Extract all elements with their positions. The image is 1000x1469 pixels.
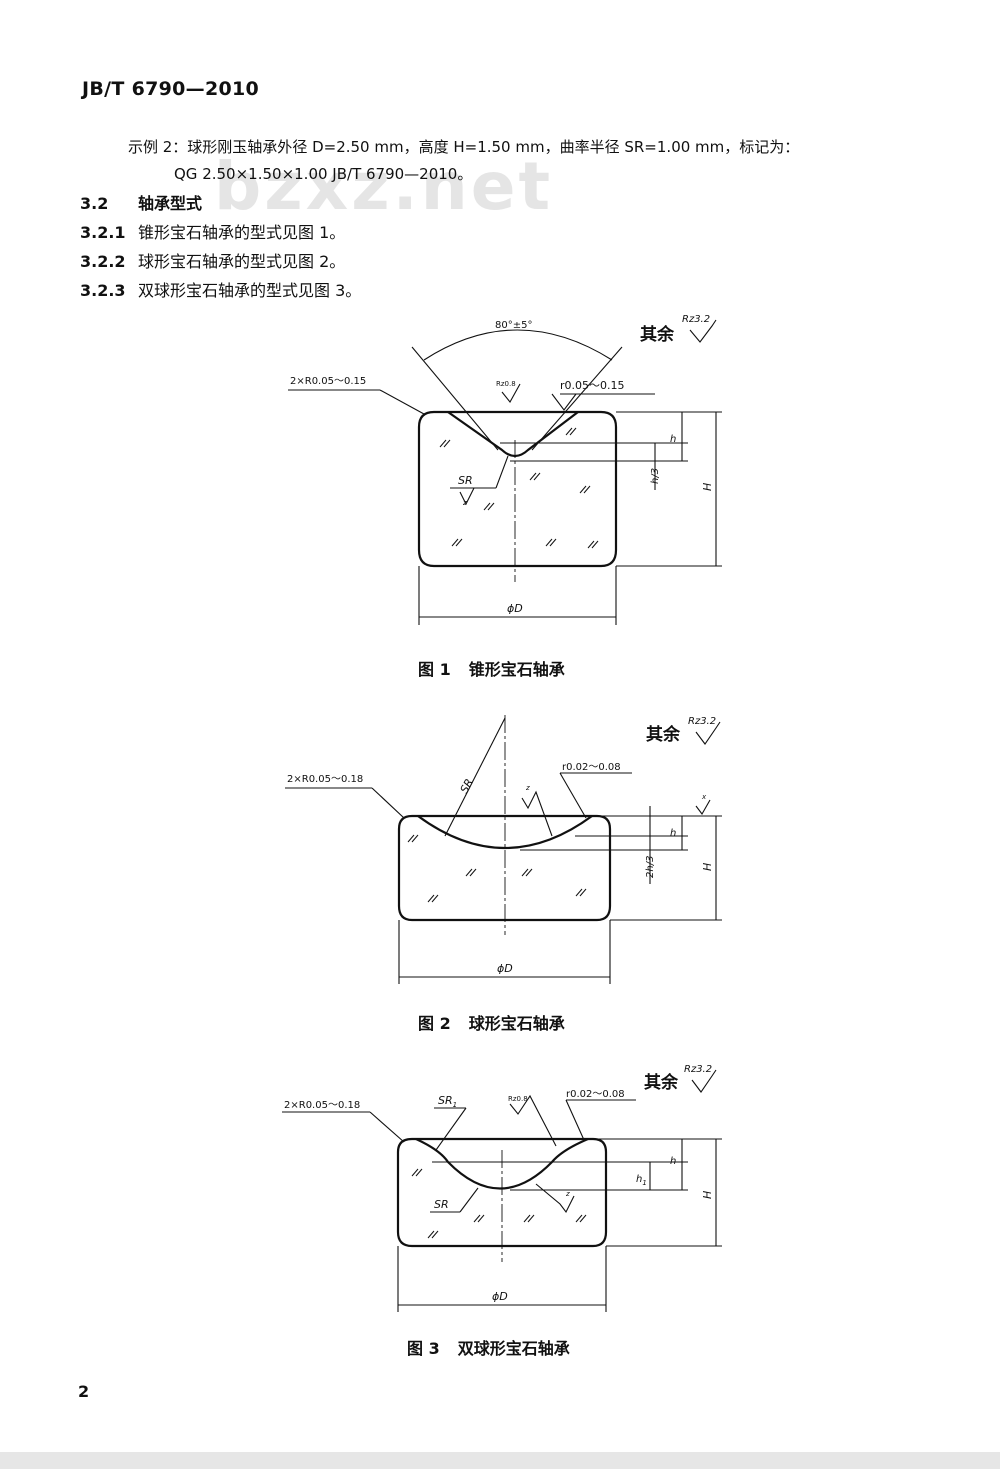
rz-small-label: Rz0.8 — [496, 380, 516, 388]
fillet-label: r0.02～0.08 — [562, 762, 621, 773]
rz-small-label: Rz0.8 — [508, 1095, 528, 1103]
hatch-marks — [411, 1168, 587, 1239]
figure-3-caption-number: 图 3 — [407, 1339, 440, 1358]
figure-3-caption-text: 双球形宝石轴承 — [457, 1339, 570, 1358]
rest-label: 其余 — [644, 1072, 679, 1093]
spherical-cavity — [417, 815, 593, 849]
rest-label: 其余 — [646, 724, 681, 745]
figure-1-caption-number: 图 1 — [418, 660, 451, 679]
rest-rz-label: Rz3.2 — [682, 314, 710, 325]
section-text: 球形宝石轴承的型式见图 2。 — [138, 252, 346, 271]
h1-label: h1 — [636, 1174, 647, 1187]
figure-2-drawing: SR h 2h/3 H ϕD 2×R0.05～0.18 r0.02～0.08 z… — [285, 715, 722, 984]
example-line-1: 示例 2：球形刚玉轴承外径 D=2.50 mm，高度 H=1.50 mm，曲率半… — [128, 138, 800, 156]
z-label: z — [525, 784, 530, 792]
edge-radius-label: 2×R0.05～0.18 — [284, 1100, 360, 1111]
rest-rz-label: Rz3.2 — [684, 1064, 712, 1075]
H-label: H — [701, 483, 714, 491]
h1-label-sub: 1 — [642, 1179, 646, 1187]
D-label: ϕD — [507, 602, 523, 615]
watermark: bzxz.net — [214, 148, 554, 225]
figure-2-caption-number: 图 2 — [418, 1014, 451, 1033]
section-number: 3.2 — [80, 194, 109, 213]
figure-3-caption: 图 3 双球形宝石轴承 — [407, 1335, 570, 1359]
h-label: h — [670, 828, 676, 839]
x-label: x — [701, 793, 707, 801]
figure-1-drawing: 80°±5° h h/3 H ϕD 2×R0.05～0.15 Rz0.8 r0.… — [288, 314, 722, 625]
section-number: 3.2.2 — [80, 252, 126, 271]
angle-arc — [423, 329, 613, 361]
bearing-body-outline — [417, 410, 618, 568]
example-line-2: QG 2.50×1.50×1.00 JB/T 6790—2010。 — [174, 165, 473, 183]
section-number: 3.2.1 — [80, 223, 126, 242]
sr1-label: SR1 — [438, 1094, 457, 1109]
fillet-label: r0.05～0.15 — [560, 379, 625, 392]
section-number: 3.2.3 — [80, 281, 126, 300]
section-3-2: 3.2 轴承型式 — [80, 190, 202, 214]
sr-label: SR — [458, 474, 473, 487]
page-number: 2 — [78, 1382, 90, 1401]
hatch-marks — [407, 834, 587, 903]
section-title: 轴承型式 — [138, 194, 203, 213]
z-label: z — [565, 1190, 570, 1198]
section-3-2-1: 3.2.1 锥形宝石轴承的型式见图 1。 — [80, 219, 345, 243]
h-label: h — [670, 434, 676, 445]
h3-label: h/3 — [650, 468, 661, 484]
figure-2-caption: 图 2 球形宝石轴承 — [418, 1010, 565, 1034]
sr1-label-sub: 1 — [453, 1101, 457, 1109]
section-text: 锥形宝石轴承的型式见图 1。 — [138, 223, 346, 242]
edge-radius-label: 2×R0.05～0.15 — [290, 376, 366, 387]
sr-label: SR — [434, 1198, 449, 1211]
figure-2-caption-text: 球形宝石轴承 — [468, 1014, 565, 1033]
bearing-body-outline — [396, 1137, 608, 1248]
h1-label-main: h — [636, 1174, 642, 1185]
section-3-2-3: 3.2.3 双球形宝石轴承的型式见图 3。 — [80, 277, 361, 301]
D-label: ϕD — [492, 1290, 508, 1303]
edge-radius-label: 2×R0.05～0.18 — [287, 774, 363, 785]
h23-label: 2h/3 — [645, 856, 656, 878]
H-label: H — [701, 863, 714, 871]
z-label: z — [462, 499, 467, 507]
figure-1-caption: 图 1 锥形宝石轴承 — [418, 656, 565, 680]
standard-number: JB/T 6790—2010 — [82, 78, 260, 100]
rest-label: 其余 — [640, 324, 675, 345]
hatch-marks — [439, 427, 599, 549]
sr-label: SR — [458, 776, 476, 795]
bottom-bar — [0, 1452, 1000, 1469]
figure-3-drawing: h h1 H ϕD 2×R0.05～0.18 SR1 Rz0.8 r0.02～0… — [282, 1064, 722, 1312]
sr1-label-main: SR — [438, 1094, 453, 1107]
section-text: 双球形宝石轴承的型式见图 3。 — [138, 281, 362, 300]
angle-label: 80°±5° — [495, 320, 532, 331]
H-label: H — [701, 1191, 714, 1199]
rest-rz-label: Rz3.2 — [688, 716, 716, 727]
figure-1-caption-text: 锥形宝石轴承 — [468, 660, 565, 679]
D-label: ϕD — [497, 962, 513, 975]
double-spherical-cavity — [415, 1137, 589, 1190]
bearing-body-outline — [397, 814, 612, 922]
fillet-label: r0.02～0.08 — [566, 1089, 625, 1100]
cone-cavity — [447, 411, 579, 458]
h-label: h — [670, 1156, 676, 1167]
section-3-2-2: 3.2.2 球形宝石轴承的型式见图 2。 — [80, 248, 345, 272]
